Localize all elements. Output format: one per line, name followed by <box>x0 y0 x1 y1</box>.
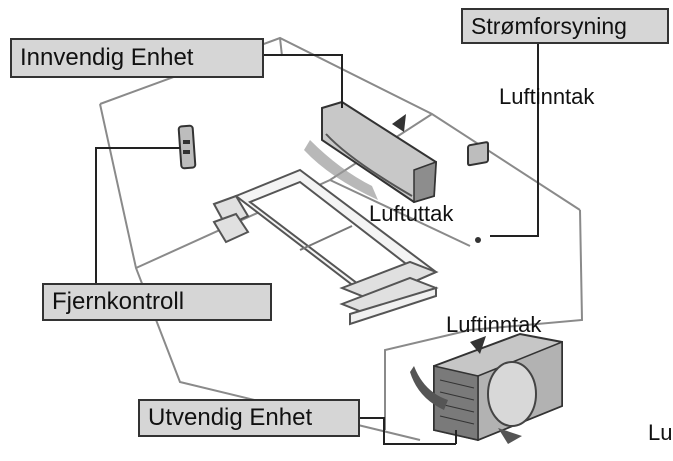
bed-graphic <box>212 168 439 326</box>
label-remote-control: Fjernkontroll <box>42 283 272 321</box>
outdoor-unit-graphic <box>410 332 563 444</box>
air-intake-top-arrow-icon <box>470 336 486 354</box>
air-intake-arrow-icon <box>410 366 448 410</box>
label-power-supply: Strømforsyning <box>461 8 669 44</box>
remote-control-graphic <box>177 124 197 170</box>
label-outdoor-unit: Utvendig Enhet <box>138 399 360 437</box>
air-inlet-arrow-icon <box>392 114 406 132</box>
label-air-inlet-outdoor: Luftinntak <box>446 312 542 337</box>
power-socket-graphic <box>467 141 489 243</box>
air-exhaust-arrow-icon <box>498 428 522 444</box>
indoor-unit-graphic <box>304 100 438 204</box>
label-cut-off-text: Lu <box>648 420 673 445</box>
label-air-inlet-indoor: Luftinntak <box>499 84 595 109</box>
label-indoor-unit: Innvendig Enhet <box>10 38 264 78</box>
leader-lines <box>95 44 539 445</box>
label-air-outlet: Luftuttak <box>369 201 454 226</box>
